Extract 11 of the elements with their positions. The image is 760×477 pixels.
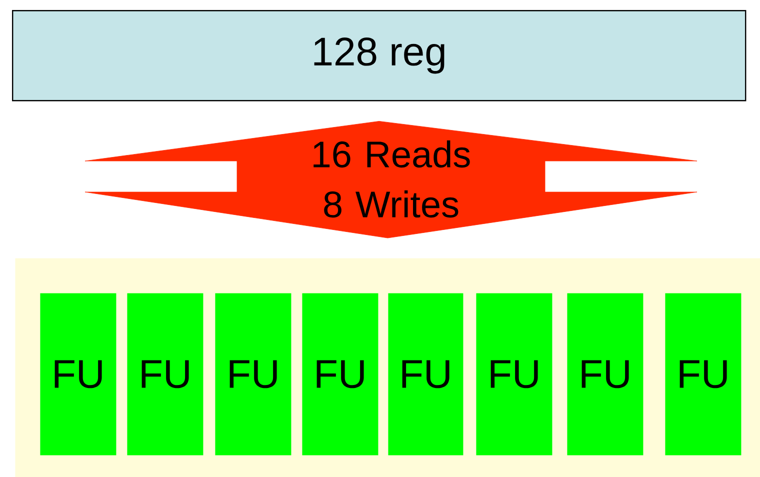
- functional-unit-box: FU: [127, 293, 204, 456]
- functional-unit-box: FU: [215, 293, 292, 456]
- functional-unit-box: FU: [40, 293, 116, 456]
- functional-unit-box: FU: [665, 293, 742, 456]
- functional-unit-box: FU: [302, 293, 378, 456]
- functional-unit-box: FU: [476, 293, 552, 456]
- functional-unit-box: FU: [567, 293, 644, 456]
- edge-label: 16 Reads 8 Writes: [314, 140, 470, 218]
- functional-unit-box: FU: [388, 293, 464, 456]
- double-arrow: [84, 121, 698, 238]
- register-box: 128 reg: [12, 10, 746, 102]
